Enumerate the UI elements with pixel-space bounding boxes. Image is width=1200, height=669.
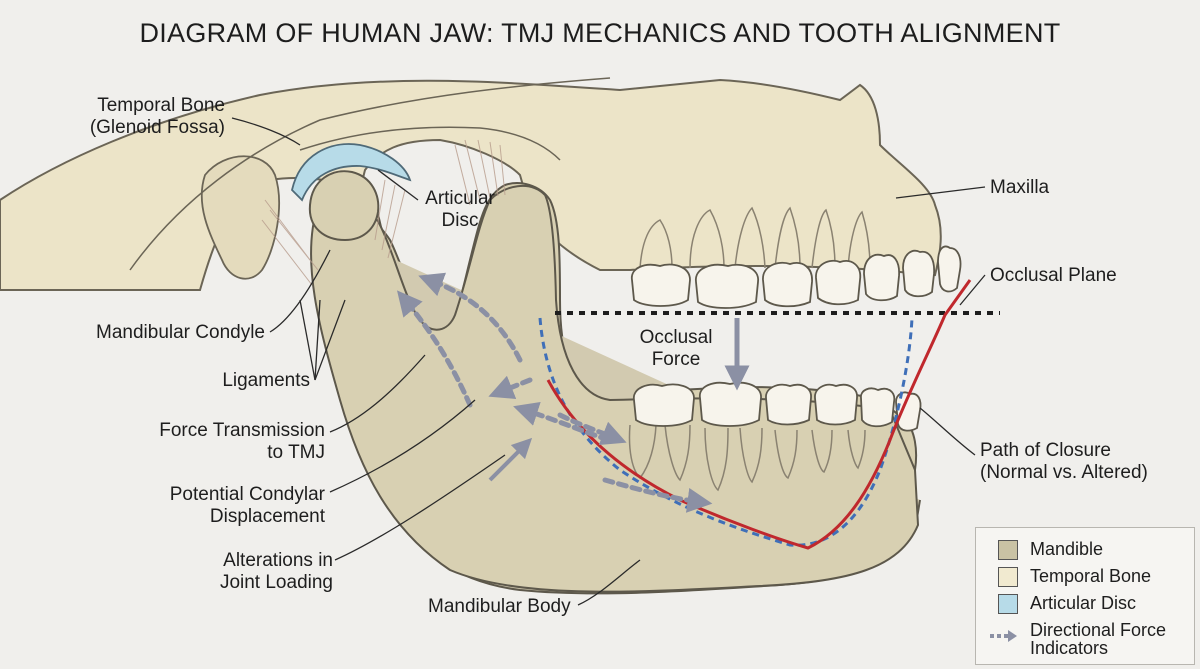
mandible-swatch — [998, 540, 1018, 560]
ligaments-label: Ligaments — [222, 370, 310, 391]
condylar-displacement-label: Potential Condylar Displacement — [169, 484, 325, 527]
mandibular-condyle-shape — [308, 170, 380, 242]
path-of-closure-label: Path of Closure (Normal vs. Altered) — [980, 440, 1148, 483]
mandibular-condyle-label: Mandibular Condyle — [96, 322, 265, 343]
temporal-bone-swatch — [998, 567, 1018, 587]
mastoid-process — [200, 155, 280, 280]
mandible-roots — [628, 424, 866, 492]
force-arrow-icon — [990, 630, 1017, 642]
temporal-bone-outline — [129, 77, 611, 271]
joint-loading-label: Alterations in Joint Loading — [219, 550, 333, 593]
occlusal-force-label: Occlusal Force — [639, 327, 713, 370]
upper-teeth — [631, 245, 962, 309]
legend: Mandible Temporal Bone Articular Disc Di… — [975, 527, 1195, 665]
lower-teeth — [633, 381, 922, 432]
leader-lines — [231, 117, 986, 606]
maxilla-roots — [639, 206, 871, 269]
occlusal-plane-label: Occlusal Plane — [990, 265, 1117, 286]
articular-disc — [291, 143, 412, 202]
force-arrows — [396, 272, 713, 513]
page-title: DIAGRAM OF HUMAN JAW: TMJ MECHANICS AND … — [139, 18, 1061, 48]
articular-disc-swatch — [998, 594, 1018, 614]
articular-disc-label: Articular Disc — [425, 188, 495, 231]
zygomatic-arch — [299, 126, 561, 161]
skull-shape — [0, 78, 942, 291]
joint-loading-arrow — [488, 437, 533, 482]
altered-closure-path — [546, 279, 972, 550]
mandibular-body-label: Mandibular Body — [428, 596, 571, 617]
ligament-strands — [261, 139, 506, 286]
temporal-bone-label: Temporal Bone (Glenoid Fossa) — [89, 95, 225, 138]
maxilla-label: Maxilla — [990, 177, 1050, 198]
force-transmission-label: Force Transmission to TMJ — [159, 420, 325, 463]
